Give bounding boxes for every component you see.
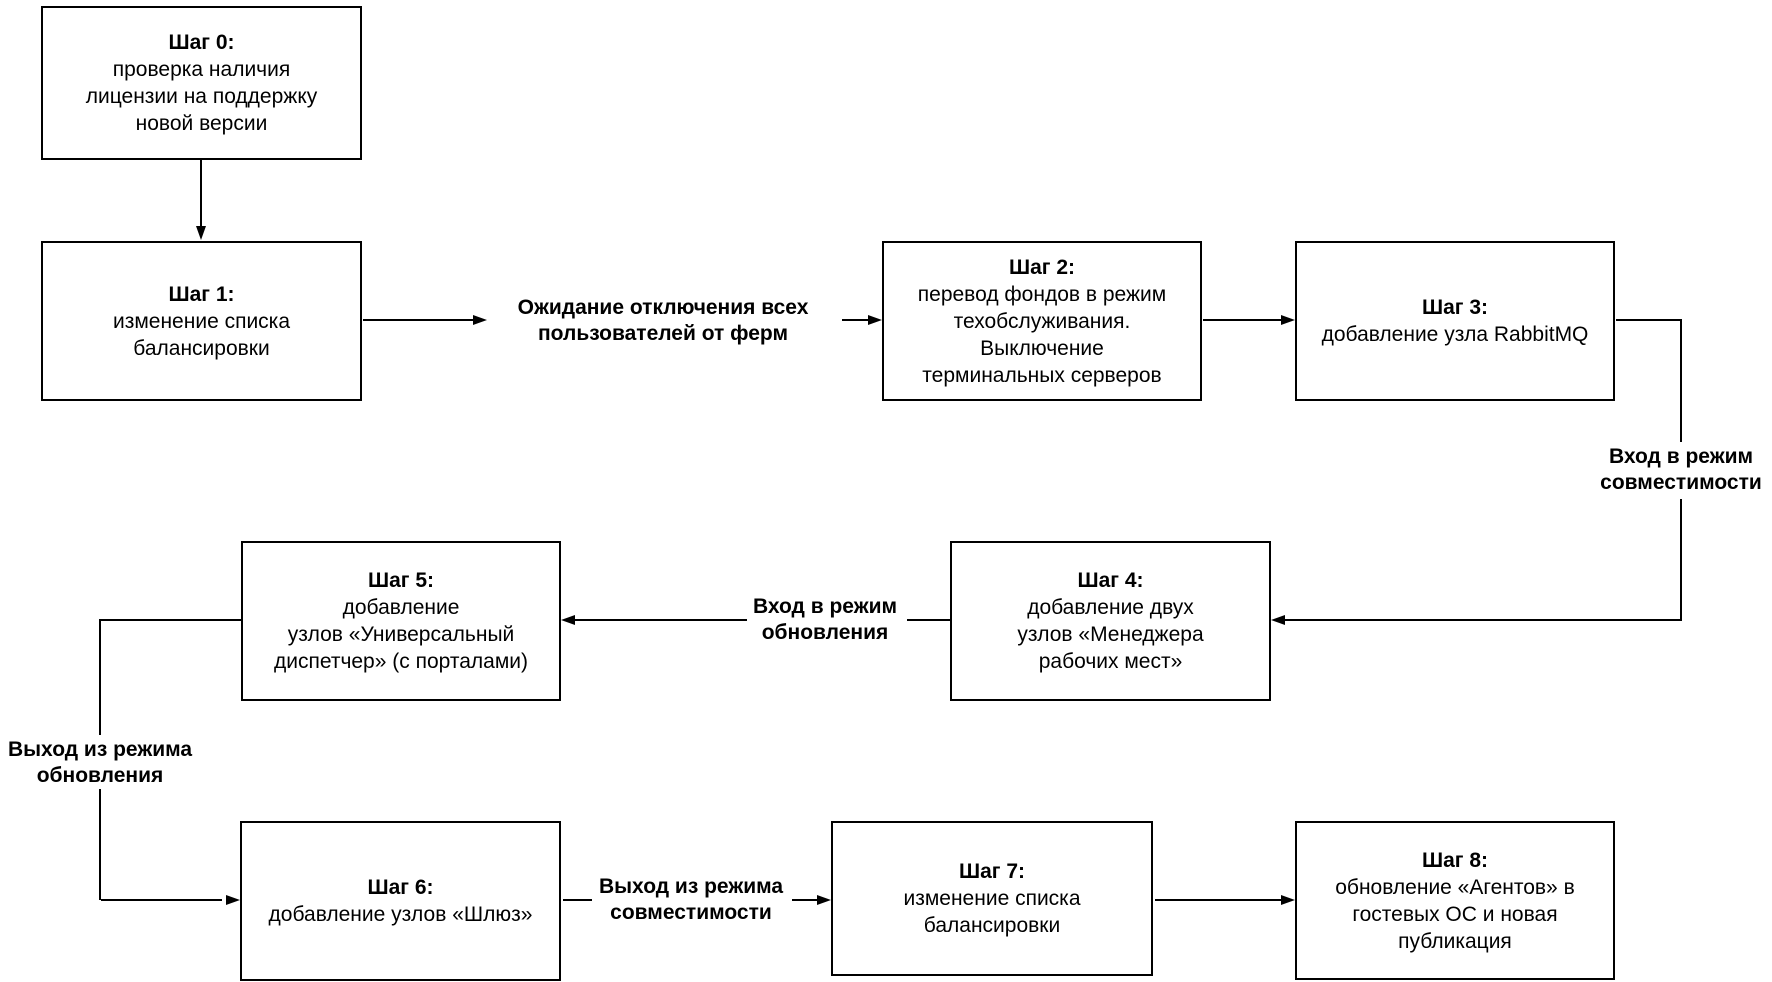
- connector-step7-step8-line: [1155, 899, 1281, 901]
- node-title-step5: Шаг 5:: [367, 569, 435, 592]
- connector-step2-step3-line: [1203, 319, 1281, 321]
- connector-step5-step6-segment-vertical-lower: [99, 789, 101, 900]
- flow-node-step2: Шаг 2: перевод фондов в режим техобслужи…: [882, 241, 1202, 401]
- flow-node-step5: Шаг 5: добавление узлов «Универсальный д…: [241, 541, 561, 701]
- node-title-step6: Шаг 6:: [367, 876, 434, 899]
- flow-node-step4: Шаг 4: добавление двух узлов «Менеджера …: [950, 541, 1271, 701]
- node-body-step7: изменение списка балансировки: [903, 887, 1081, 937]
- connector-step3-step4-segment-bottom: [1285, 619, 1682, 621]
- connector-step5-step6-segment-top: [101, 619, 241, 621]
- flow-node-step7: Шаг 7: изменение списка балансировки: [831, 821, 1153, 976]
- flow-node-step8: Шаг 8: обновление «Агентов» в гостевых О…: [1295, 821, 1615, 980]
- node-title-step3: Шаг 3:: [1421, 296, 1489, 319]
- arrowhead-step1-icon: [196, 226, 206, 240]
- connector-step4-step5-segment-left: [575, 619, 747, 621]
- edge-label-exit-compatibility-mode: Выход из режима совместимости: [598, 875, 784, 924]
- node-title-step7: Шаг 7:: [958, 860, 1026, 883]
- arrowhead-step4-icon: [1271, 615, 1285, 625]
- connector-waitlabel-step2-line: [842, 319, 868, 321]
- node-body-step8: обновление «Агентов» в гостевых ОС и нов…: [1335, 875, 1575, 953]
- flow-node-step0: Шаг 0: проверка наличия лицензии на подд…: [41, 6, 362, 160]
- arrowhead-step7-icon: [817, 895, 831, 905]
- node-title-step0: Шаг 0:: [168, 31, 235, 54]
- arrowhead-step2-icon: [868, 315, 882, 325]
- arrowhead-step6-icon: [226, 895, 240, 905]
- node-body-step4: добавление двух узлов «Менеджера рабочих…: [1017, 596, 1204, 673]
- node-body-step5: добавление узлов «Универсальный диспетче…: [273, 596, 529, 673]
- arrowhead-waitlabel-icon: [473, 315, 487, 325]
- node-body-step2: перевод фондов в режим техобслуживания. …: [917, 282, 1167, 387]
- edge-label-enter-compatibility-mode: Вход в режим совместимости: [1600, 445, 1762, 494]
- connector-step5-step6-segment-vertical-upper: [99, 619, 101, 735]
- edge-label-exit-update-mode: Выход из режима обновления: [7, 738, 193, 787]
- flow-node-step1: Шаг 1: изменение списка балансировки: [41, 241, 362, 401]
- connector-step3-step4-segment-vertical-lower: [1680, 499, 1682, 620]
- connector-step6-step7-segment-left: [563, 899, 592, 901]
- flow-node-step6: Шаг 6: добавление узлов «Шлюз»: [240, 821, 561, 981]
- connector-step3-step4-segment-vertical-upper: [1680, 319, 1682, 442]
- node-body-step6: добавление узлов «Шлюз»: [268, 903, 533, 926]
- connector-step5-step6-segment-bottom: [101, 899, 222, 901]
- edge-label-enter-update-mode: Вход в режим обновления: [752, 595, 898, 644]
- node-body-step3: добавление узла RabbitMQ: [1321, 323, 1589, 346]
- edge-label-wait-users: Ожидание отключения всех пользователей о…: [517, 296, 809, 345]
- arrowhead-step3-icon: [1281, 315, 1295, 325]
- node-body-step0: проверка наличия лицензии на поддержку н…: [85, 58, 318, 135]
- connector-step0-step1-line: [200, 160, 202, 228]
- node-title-step1: Шаг 1:: [168, 282, 235, 306]
- connector-step4-step5-segment-right: [907, 619, 950, 621]
- node-title-step2: Шаг 2:: [1008, 255, 1076, 279]
- node-body-step1: изменение списка балансировки: [112, 309, 291, 360]
- connector-step6-step7-segment-right: [792, 899, 817, 901]
- node-title-step4: Шаг 4:: [1077, 569, 1144, 592]
- node-title-step8: Шаг 8:: [1421, 848, 1489, 872]
- flow-node-step3: Шаг 3: добавление узла RabbitMQ: [1295, 241, 1615, 401]
- arrowhead-step5-icon: [561, 615, 575, 625]
- connector-step3-step4-segment-top: [1616, 319, 1682, 321]
- arrowhead-step8-icon: [1281, 895, 1295, 905]
- connector-step1-waitlabel-line: [363, 319, 473, 321]
